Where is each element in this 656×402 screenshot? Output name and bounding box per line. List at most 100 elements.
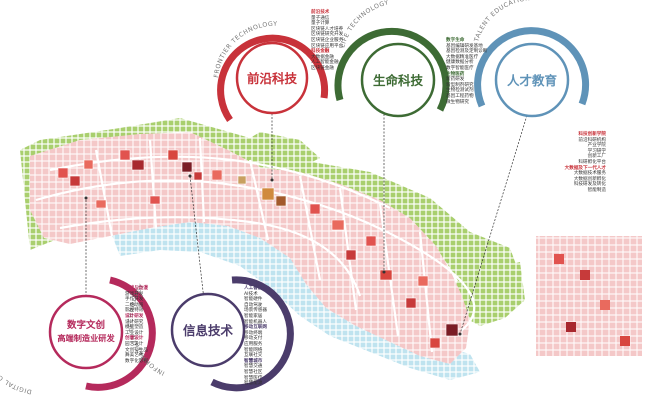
topic-item: 人工智能金融: [311, 60, 339, 66]
topic-heading: 智慧城市: [244, 358, 263, 364]
topic-item: 生物检测试剂: [446, 88, 474, 94]
ring-talent-core: [494, 42, 570, 118]
ring-talent-outer-arc: [474, 27, 590, 108]
ring-digital-core: [48, 294, 124, 370]
topic-heading: 前沿技术: [311, 10, 330, 15]
topic-item: 二维动画: [125, 302, 144, 308]
ring-digital-title-2: 高端制造业研发: [57, 333, 115, 343]
topic-item: 学习研学: [587, 148, 606, 154]
ring-life: 生命科技 LIFE TECHNOLOGY: [334, 0, 450, 118]
topic-item: 工业设计: [125, 330, 144, 336]
ring-digital-caption: DIGITAL CULTURE & INNOVATION: [0, 298, 32, 394]
topic-item: 移动终端: [244, 330, 263, 336]
site-map: [20, 118, 642, 380]
topic-item: 智能硬件: [244, 297, 263, 303]
topic-item: 科技研发及转化: [573, 182, 606, 188]
topic-heading: 人工智能: [244, 286, 263, 291]
ring-frontier-outer-arc: [217, 34, 329, 123]
topic-heading: 大数据及下一代人才: [564, 165, 606, 171]
topic-item: 健康数据分析: [446, 60, 474, 66]
topic-heading: 设计研发: [125, 313, 144, 319]
topic-item: 基因工程药物: [446, 93, 474, 99]
topic-heading: 游戏与动漫: [125, 286, 148, 291]
high-density-zones: [57, 149, 459, 349]
green-belt-east: [455, 262, 525, 326]
green-belt-north: [230, 132, 320, 168]
topic-item: 模型塑造: [125, 325, 144, 331]
topic-item: 区块链金融: [311, 65, 334, 71]
topic-item: 应用服务: [244, 341, 263, 347]
topic-item: 区块链应用平台: [311, 43, 344, 49]
ring-info-outer-arc: [210, 276, 294, 392]
topic-item: 数字智能医疗: [446, 65, 474, 71]
ring-life-outer-arc: [334, 27, 450, 112]
ring-talent-title: 人才教育: [507, 73, 558, 88]
topic-item: 量子计算: [311, 21, 330, 27]
topic-item: 影视特效: [125, 308, 144, 314]
digital-topic-list: 游戏与动漫游戏开发手作开发二维动画影视特效设计研发设计研究模型塑造工业设计创意设…: [125, 286, 148, 364]
ring-frontier-core: [235, 41, 309, 115]
topic-heading: 移动互联网: [244, 325, 267, 331]
topic-item: 手作开发: [125, 297, 144, 303]
topic-item: 互联社交: [244, 353, 263, 359]
topic-heading: 数字生命: [446, 38, 465, 43]
leader-lines: [85, 110, 529, 335]
topic-item: 智能家居: [244, 313, 263, 319]
ring-info-core: [170, 292, 246, 368]
ring-frontier-title: 前沿科技: [247, 71, 298, 86]
topic-item: 大数据金融: [311, 54, 334, 60]
frontier-topic-list: 前沿技术量子通信量子计算区块链人才培养区块链研究开发区块链企业服务区块链应用平台…: [311, 10, 343, 72]
topic-item: 智能网络: [244, 347, 263, 353]
topic-item: 移动支付: [244, 336, 263, 342]
topic-item: 园艺设计: [125, 341, 144, 347]
topic-item: 量子通信: [311, 15, 330, 21]
topic-item: 自动驾驶: [244, 302, 263, 308]
topic-item: 智慧能源: [244, 381, 263, 387]
topic-item: 智慧交通: [244, 364, 263, 370]
ring-digital-outer-arc: [85, 276, 156, 391]
life-topic-list: 数字生命基因编辑研发基地基因检测及定制诊断大数据精准医疗健康数据分析数字智能医疗…: [446, 38, 487, 105]
topic-item: 产业学院: [587, 143, 606, 149]
topic-item: 区块链研究开发: [311, 32, 344, 38]
topic-item: 智慧医疗: [244, 375, 263, 381]
topic-item: 设计研究: [125, 319, 144, 325]
topic-item: 新型制剂研究: [446, 82, 474, 88]
topic-item: 大数据创新孵化: [573, 176, 606, 182]
topic-item: 大数据技术服务: [573, 171, 606, 177]
topic-item: 文创衍生品: [125, 347, 148, 353]
topic-item: AI技术: [244, 291, 258, 297]
leader-points: [84, 174, 462, 336]
ring-life-title: 生命科技: [373, 73, 424, 88]
topic-heading: 创意设计: [125, 336, 144, 342]
topic-item: 大数据精准医疗: [446, 54, 479, 60]
topic-item: 智能机器人: [244, 319, 267, 325]
topic-heading: 生物医药: [446, 71, 465, 77]
topic-item: 微生物研究: [446, 99, 469, 105]
topic-item: 创新工厂: [587, 154, 606, 160]
topic-heading: 科技创新学院: [578, 132, 606, 137]
topic-item: 基因编辑研发基地: [446, 43, 483, 49]
topic-item: 科研孵化平台: [578, 159, 606, 165]
ring-digital-title-1: 数字文创: [66, 319, 105, 331]
topic-item: 区块链人才培养: [311, 26, 344, 32]
ring-info-title: 信息技术: [183, 323, 234, 338]
topic-item: 区块链企业服务: [311, 37, 344, 43]
topic-item: 智能制造: [587, 187, 606, 193]
topic-item: 前沿科研机构: [578, 137, 606, 143]
ring-life-core: [360, 42, 436, 118]
topic-item: 新药研发: [446, 77, 465, 83]
topic-item: 基因检测及定制诊断: [446, 49, 488, 55]
topic-item: 智慧社区: [244, 369, 263, 375]
east-district: [536, 236, 642, 356]
topic-item: 游戏开发: [125, 291, 144, 297]
topic-item: 场景传感器: [244, 308, 267, 314]
ring-talent: 人才教育 TALENT EDUCATION: [473, 0, 590, 118]
topic-item: 数字化影视: [125, 358, 148, 364]
topic-item: 舞美艺术: [125, 353, 144, 359]
urban-land: [30, 132, 470, 364]
topic-heading: 科技金融: [311, 49, 330, 55]
ring-frontier: 前沿科技 FRONTIER TECHNOLOGY: [213, 21, 329, 123]
talent-topic-list: 科技创新学院前沿科研机构产业学院学习研学创新工厂科研孵化平台大数据及下一代人才大…: [565, 132, 606, 194]
